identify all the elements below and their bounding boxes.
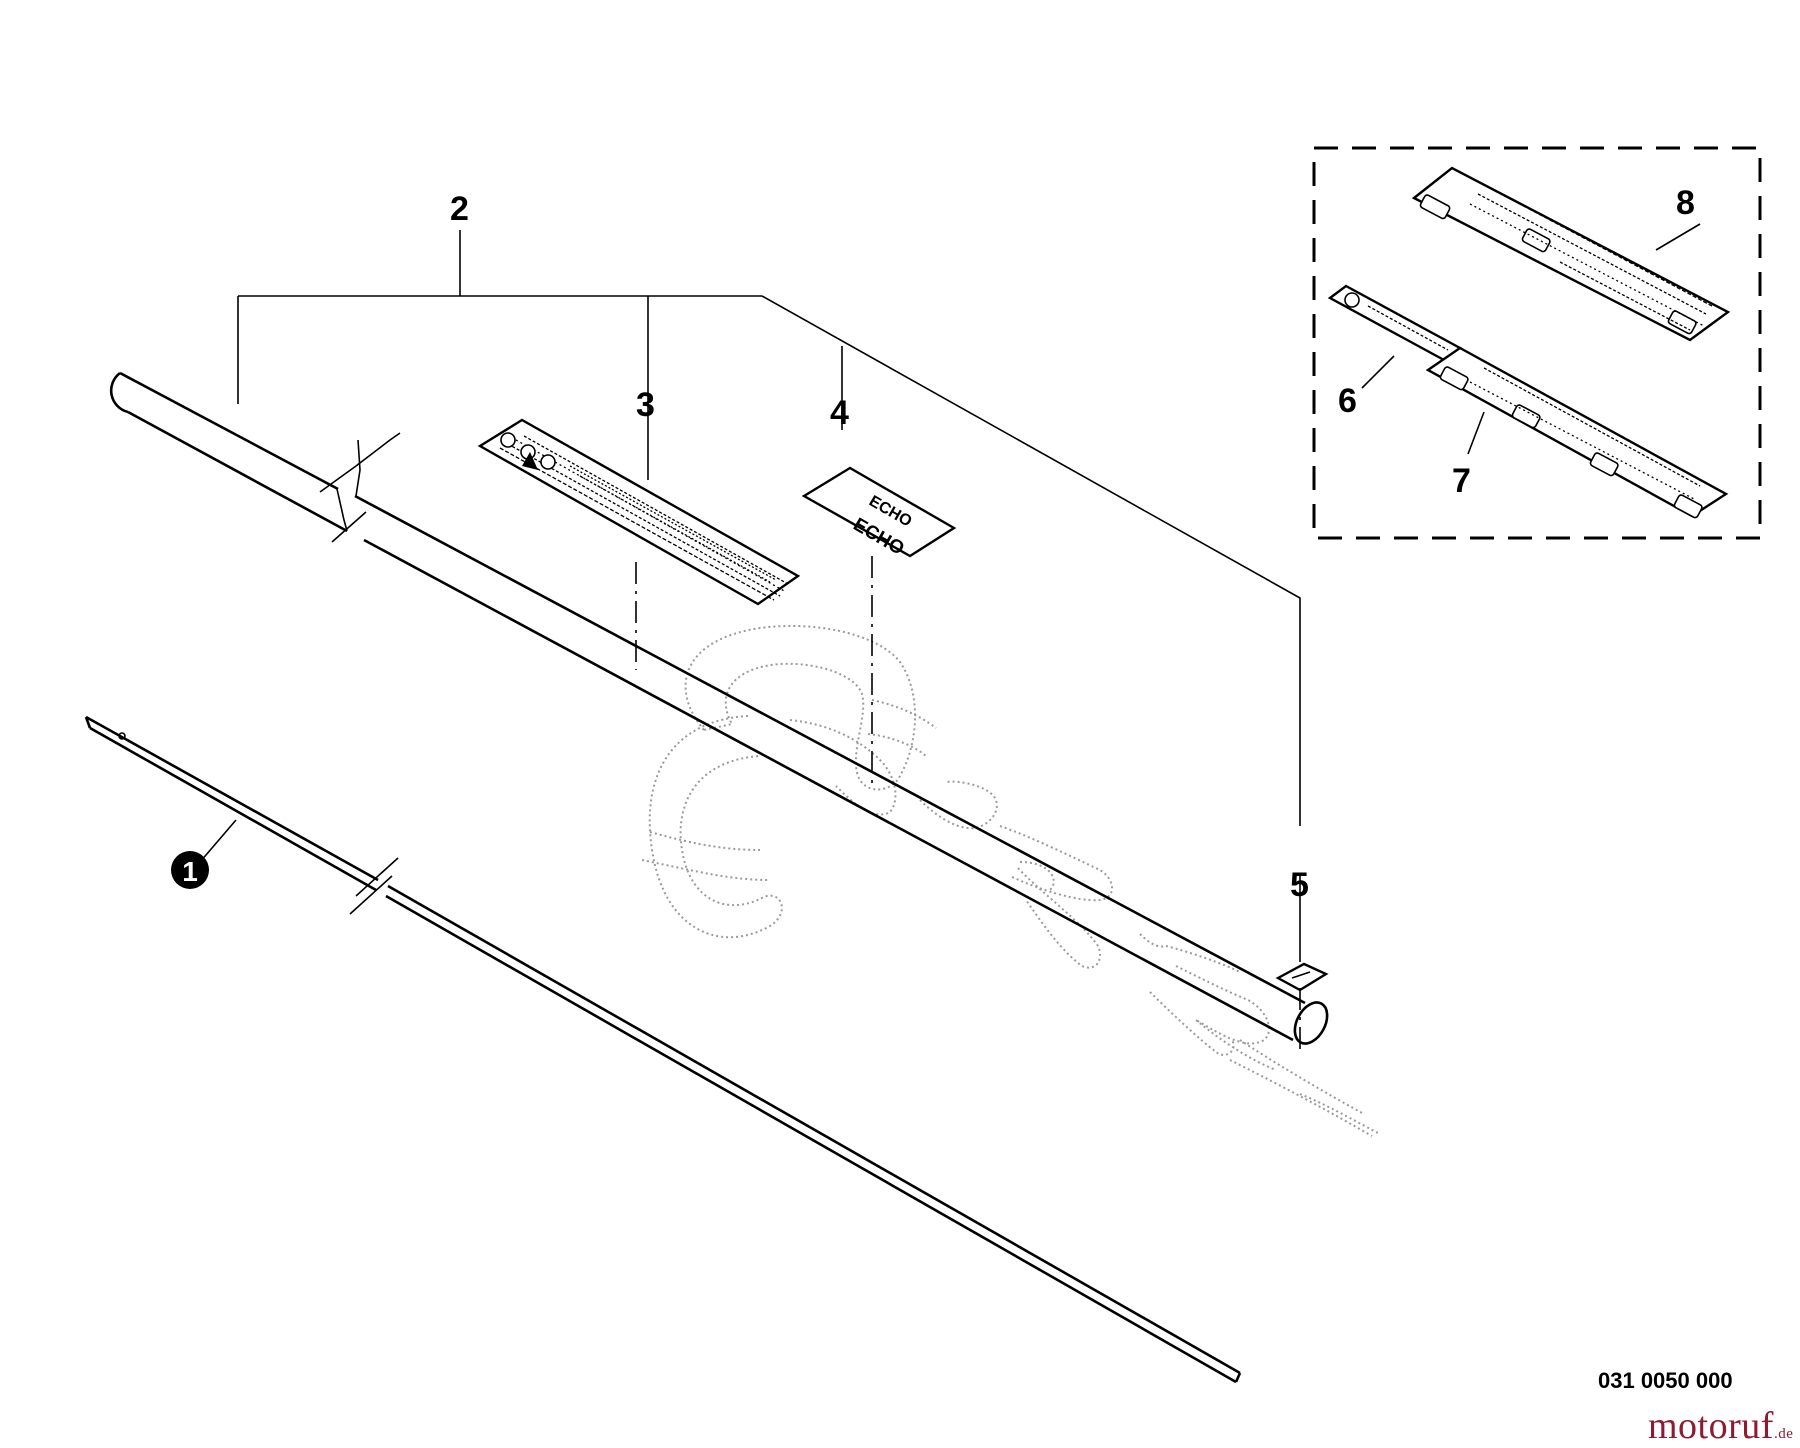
assembly-lines <box>635 556 1301 1052</box>
callout-5: 5 <box>1290 866 1309 904</box>
shaft-tube <box>109 371 1329 1045</box>
watermark-tld: .de <box>1773 1426 1794 1442</box>
callout-2: 2 <box>450 190 469 228</box>
kit-decal-medium <box>1425 346 1729 519</box>
brand-decal: ECHO ECHO <box>801 466 957 560</box>
callout-8: 8 <box>1676 184 1695 222</box>
diagram-reference-code: 031 0050 000 <box>1598 1368 1733 1393</box>
assembly-bracket <box>237 230 1301 826</box>
watermark-logo: motoruf.de <box>1648 1404 1793 1448</box>
callout-4: 4 <box>830 394 849 432</box>
warning-decal <box>477 418 801 606</box>
callout-1: 1 <box>182 856 198 887</box>
ghost-handle-assembly <box>641 624 1381 1137</box>
callout-1-marker: 1 <box>171 851 209 889</box>
callout-3: 3 <box>636 386 655 424</box>
callout-6: 6 <box>1338 382 1357 420</box>
watermark-main: motoruf <box>1648 1405 1774 1447</box>
drive-shaft <box>84 715 1242 1384</box>
leader-lines <box>199 223 1701 863</box>
kit-decal-large <box>1411 166 1731 342</box>
small-decal <box>1275 962 1329 992</box>
callout-7: 7 <box>1452 462 1471 500</box>
kit-decal-thin <box>1327 284 1463 362</box>
